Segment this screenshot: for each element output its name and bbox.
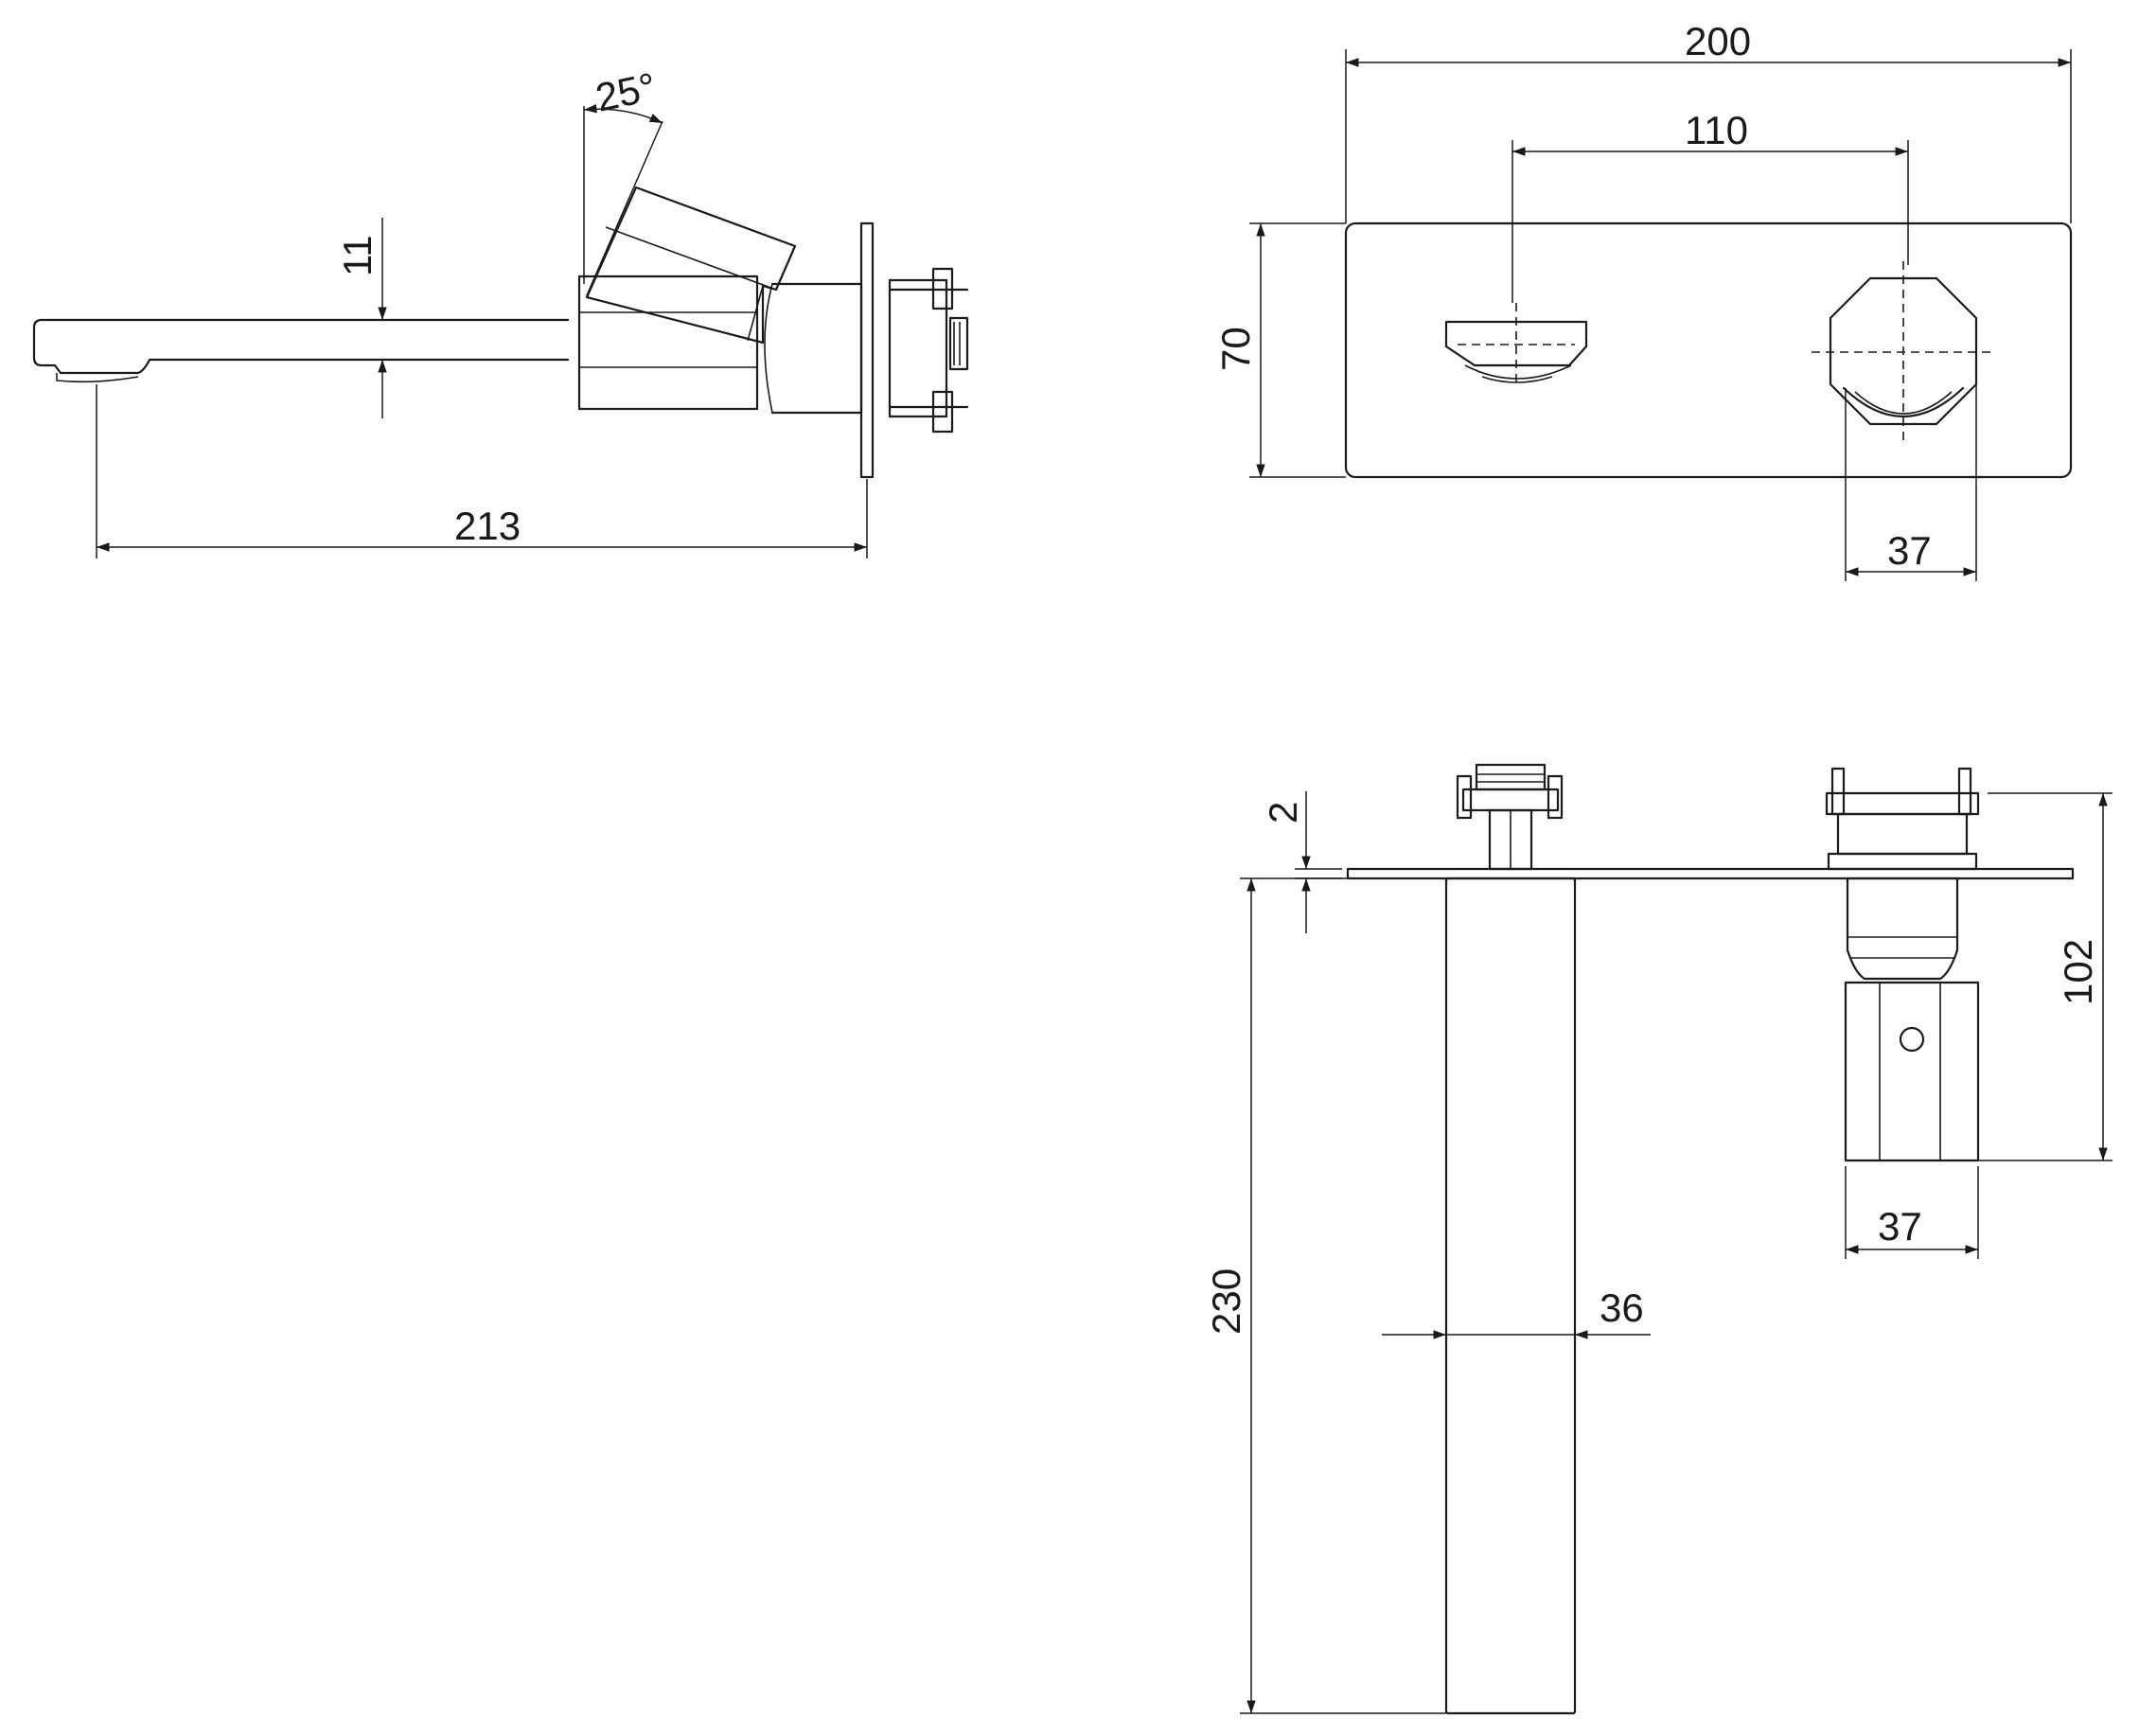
connector-studs xyxy=(888,267,969,434)
wall-plate-top xyxy=(1346,867,2075,880)
plate-thickness-label: 2 xyxy=(1261,802,1305,824)
tilted-handle xyxy=(585,186,797,345)
centres-label: 110 xyxy=(1685,108,1748,152)
mixer-cartridge-top xyxy=(1825,767,1980,1162)
projection-label: 213 xyxy=(454,504,521,548)
angle-label: 25° xyxy=(592,64,660,120)
wall-plate-side xyxy=(859,221,875,479)
spout-height-label: 11 xyxy=(335,235,380,276)
plate-height-label: 70 xyxy=(1213,327,1258,371)
body-width-label: 36 xyxy=(1600,1285,1644,1330)
valve-body-top xyxy=(1444,877,1577,1715)
mixer-depth-label: 102 xyxy=(2056,939,2100,1005)
spout-outline xyxy=(32,318,570,375)
body-depth-label: 230 xyxy=(1204,1268,1248,1335)
octagonal-handle-front xyxy=(1829,276,1978,426)
plate-width-label: 200 xyxy=(1685,19,1751,63)
top-view: 2 230 36 102 37 xyxy=(1204,763,2112,1715)
front-view: 200 110 70 37 xyxy=(1213,19,2073,581)
side-view: 25° 11 213 xyxy=(32,64,969,558)
mixer-body xyxy=(577,275,759,411)
handle-diameter-label: 37 xyxy=(1887,528,1932,573)
angle-dimension-arc xyxy=(583,104,663,124)
mixer-width-label: 37 xyxy=(1878,1204,1922,1249)
wall-plate-front xyxy=(1344,221,2073,479)
spout-connector-top xyxy=(1456,763,1564,871)
